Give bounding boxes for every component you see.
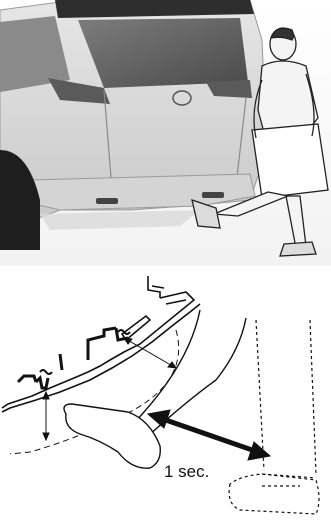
kick-sensor-diagram: 1 sec.	[0, 266, 331, 521]
standing-shoe	[280, 242, 316, 256]
duration-label: 1 sec.	[164, 462, 209, 481]
carried-box	[252, 124, 328, 198]
double-headed-arrow-icon	[148, 410, 270, 460]
kicking-leg-outline	[64, 310, 246, 468]
sensor-detection-illustration: 1 sec.	[0, 266, 331, 521]
left-exhaust	[96, 198, 118, 204]
right-exhaust	[202, 192, 224, 198]
liftgate-photo-panel	[0, 0, 331, 266]
rear-window	[78, 18, 248, 88]
standing-leg-dashed	[229, 320, 319, 514]
car-rear-illustration	[0, 0, 331, 266]
